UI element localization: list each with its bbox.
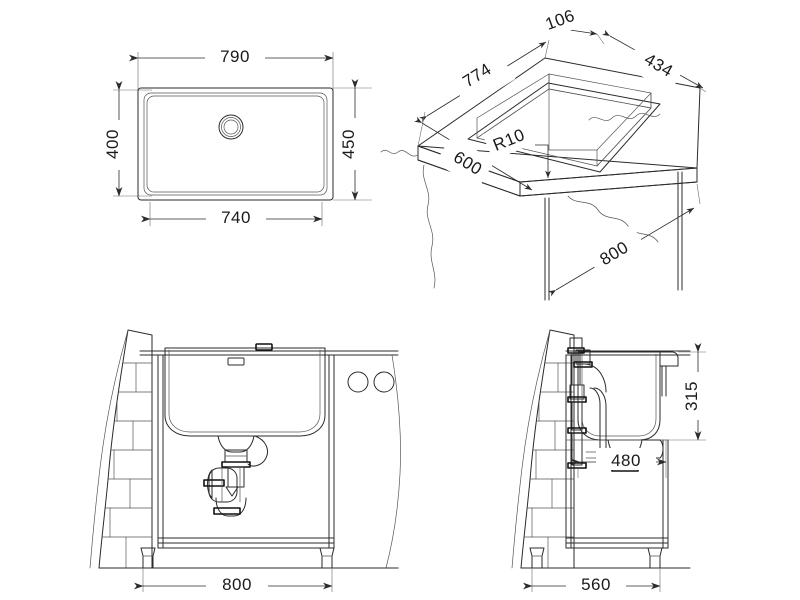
cabinet-foot-left: [140, 547, 156, 569]
dimension-plan-depth-450: 450: [339, 79, 366, 201]
dimension-side-315: 315: [668, 343, 710, 441]
dim-label-front-800: 800: [222, 575, 252, 594]
drain-outlet-icon: [218, 114, 244, 140]
dimension-iso-774: 774: [417, 39, 550, 147]
dimension-front-800: 800: [134, 568, 333, 594]
dim-label-450: 450: [339, 129, 358, 159]
dim-label-560: 560: [581, 575, 611, 594]
dim-label-480: 480: [611, 451, 641, 470]
dim-label-740: 740: [221, 208, 251, 227]
dim-label-315: 315: [682, 381, 701, 411]
masonry-wall-front: [89, 329, 153, 569]
dimension-iso-800: 800: [548, 183, 701, 297]
dimension-iso-R10: R10: [482, 115, 551, 178]
masonry-wall-side: [511, 329, 575, 569]
view-front-elevation: 800: [89, 329, 401, 594]
view-plan: 790 400 450 740: [103, 44, 372, 227]
view-isometric: 774 106 434 R10 600: [380, 1, 707, 301]
dimension-iso-600: 600: [414, 116, 533, 191]
dim-label-790: 790: [220, 47, 250, 66]
dimension-side-480: 480: [571, 440, 667, 478]
dimension-iso-434: 434: [602, 29, 707, 93]
cabinet-foot-right: [319, 547, 335, 569]
p-trap-assembly: [203, 435, 269, 517]
dimension-side-560: 560: [523, 568, 661, 594]
cabinet-knob-right[interactable]: [373, 371, 395, 393]
dimension-plan-bowl-width-740: 740: [141, 205, 323, 227]
dimension-iso-106: 106: [532, 1, 605, 45]
dim-label-400: 400: [103, 129, 122, 159]
cabinet-foot-side-right: [647, 547, 663, 569]
cabinet-knob-left[interactable]: [347, 371, 369, 393]
dimension-plan-bowl-depth-400: 400: [103, 81, 130, 197]
view-side-elevation: 315 480 560: [511, 329, 710, 594]
dimension-plan-width-790: 790: [129, 44, 334, 66]
cabinet-foot-side-left: [529, 547, 545, 569]
